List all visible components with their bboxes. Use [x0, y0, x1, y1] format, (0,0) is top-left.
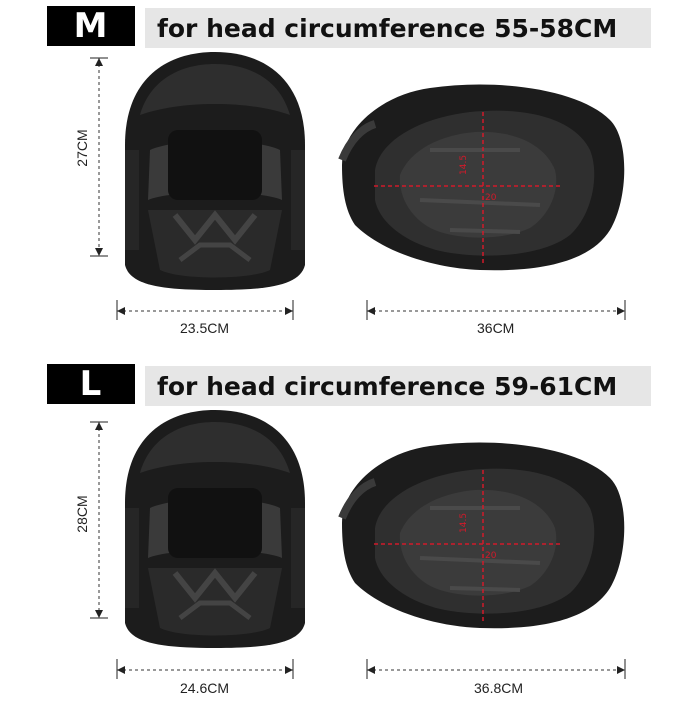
- size-tag: M: [47, 6, 135, 46]
- width-label: 23.5CM: [180, 320, 230, 336]
- helmet-front-view: [125, 52, 305, 290]
- height-label: 28CM: [74, 495, 90, 533]
- helmet-side-view: 14.5 20: [338, 442, 625, 629]
- helmet-front-view: [125, 410, 305, 648]
- length-dimension-line: [366, 300, 626, 320]
- svg-text:20: 20: [485, 193, 497, 203]
- size-banner: for head circumference 59-61CM: [145, 366, 651, 406]
- svg-text:14.5: 14.5: [459, 513, 469, 533]
- helmet-side-view: 14.5 20: [338, 84, 625, 271]
- height-label: 27CM: [74, 129, 90, 167]
- size-section-m: M for head circumference 55-58CM 14.5: [0, 0, 700, 345]
- size-tag: L: [47, 364, 135, 404]
- height-dimension-line: [90, 421, 108, 619]
- svg-text:20: 20: [485, 551, 497, 561]
- size-banner: for head circumference 55-58CM: [145, 8, 651, 48]
- size-section-l: L for head circumference 59-61CM 14.5 20: [0, 358, 700, 703]
- width-dimension-line: [116, 659, 294, 679]
- width-dimension-line: [116, 300, 294, 320]
- helmet-illustration-m: 14.5 20: [90, 52, 626, 320]
- svg-text:14.5: 14.5: [459, 155, 469, 175]
- length-label: 36.8CM: [474, 680, 524, 696]
- width-label: 24.6CM: [180, 680, 230, 696]
- helmet-illustration-l: 14.5 20: [90, 410, 626, 679]
- height-dimension-line: [90, 57, 108, 257]
- length-dimension-line: [366, 659, 626, 679]
- length-label: 36CM: [477, 320, 515, 336]
